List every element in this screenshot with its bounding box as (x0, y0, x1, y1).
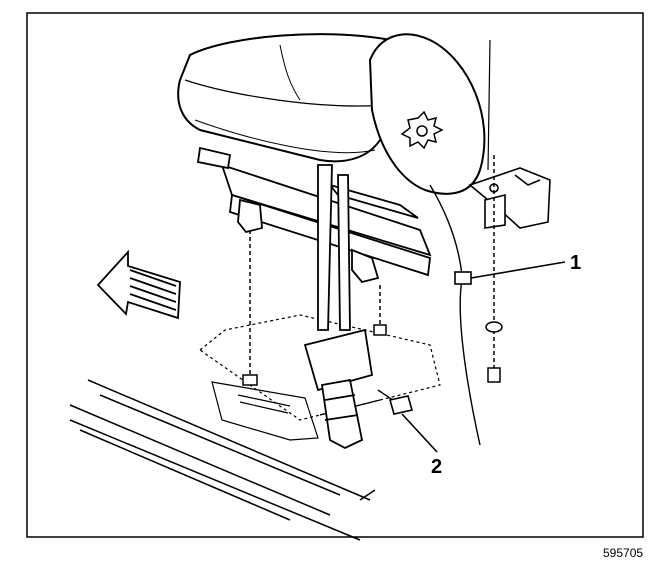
rear-left-bolt (373, 285, 387, 336)
seat-back (368, 33, 491, 195)
rear-bracket (468, 167, 551, 229)
door-sill (69, 379, 376, 541)
recliner-knob-icon (400, 110, 444, 150)
electrical-connector-2 (388, 395, 438, 453)
electrical-connector-1 (454, 261, 566, 285)
figure-number: 595705 (603, 546, 644, 560)
diagram-border (26, 12, 644, 538)
arrow-left-icon (96, 249, 181, 320)
seat-belt-buckle (303, 164, 374, 450)
seat-rail-assembly (196, 146, 432, 284)
front-left-bolt (242, 230, 258, 386)
callout-number-2: 2 (431, 456, 443, 478)
callout-number-1: 1 (570, 252, 582, 274)
rear-right-bolt (485, 155, 503, 383)
